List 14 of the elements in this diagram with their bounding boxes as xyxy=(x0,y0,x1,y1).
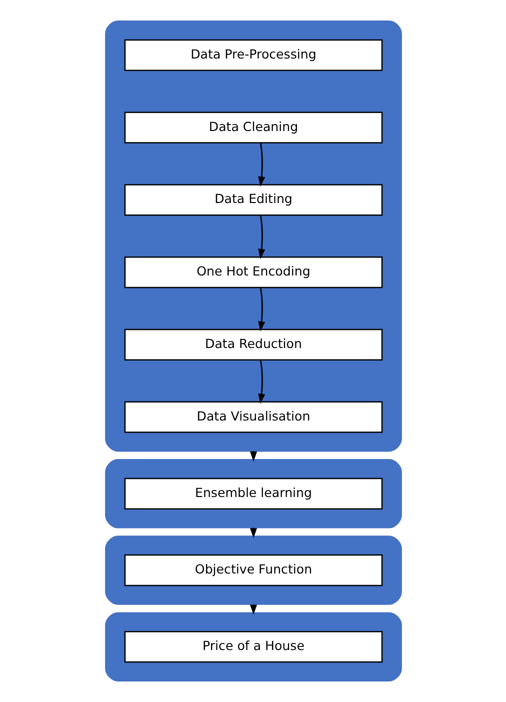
node-box: Data Visualisation xyxy=(124,401,382,433)
arrow xyxy=(258,215,265,260)
node-box: Data Cleaning xyxy=(124,112,382,144)
node-box: Data Pre-Processing xyxy=(124,39,382,72)
node-box: Ensemble learning xyxy=(124,478,382,510)
node-box: Price of a House xyxy=(124,630,382,663)
node-box: Data Reduction xyxy=(124,328,382,361)
node-box: One Hot Encoding xyxy=(124,256,382,288)
arrow xyxy=(258,360,265,404)
node-box: Objective Function xyxy=(124,554,382,586)
arrow xyxy=(258,142,265,187)
arrow xyxy=(258,288,265,332)
node-box: Data Editing xyxy=(124,184,382,216)
cluster xyxy=(104,612,402,682)
